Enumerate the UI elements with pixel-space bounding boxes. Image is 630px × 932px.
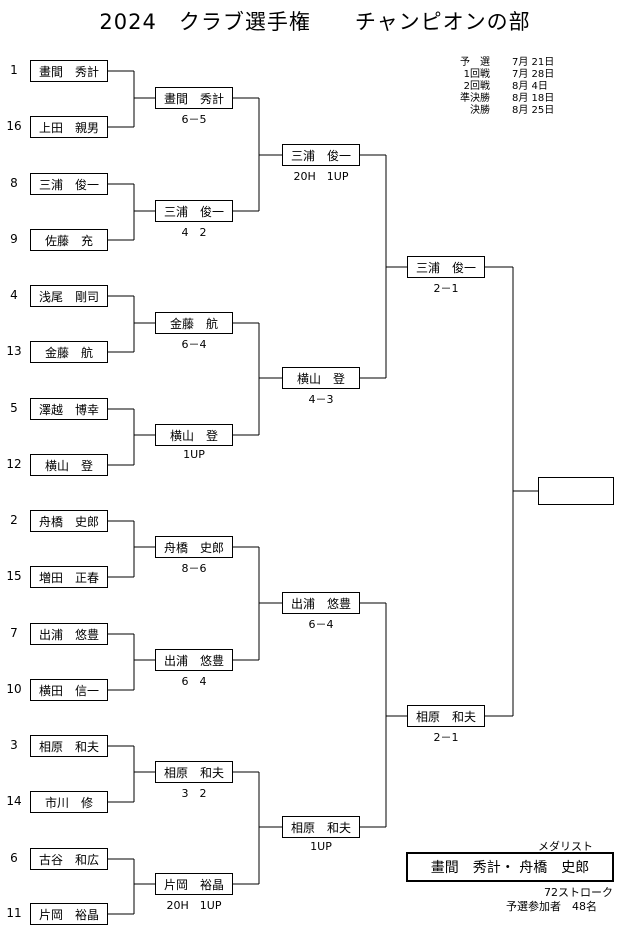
round2-winner-box: 畫間 秀計 — [155, 87, 233, 109]
medalist-names: 畫間 秀計・ 舟橋 史郎 — [406, 852, 614, 882]
player-box: 金藤 航 — [30, 341, 108, 363]
seed-number: 5 — [10, 401, 18, 415]
seed-number: 6 — [10, 851, 18, 865]
schedule-date: 7月 28日 — [512, 69, 555, 80]
player-box: 三浦 俊一 — [30, 173, 108, 195]
round2-winner-box: 舟橋 史郎 — [155, 536, 233, 558]
participant-count: 予選参加者 48名 — [506, 900, 597, 913]
player-box: 横田 信一 — [30, 679, 108, 701]
round2-score: 8－6 — [181, 562, 207, 575]
page-title: 2024 クラブ選手権 チャンピオンの部 — [99, 10, 531, 34]
round2-winner-box: 相原 和夫 — [155, 761, 233, 783]
player-box: 舟橋 史郎 — [30, 510, 108, 532]
player-box: 片岡 裕晶 — [30, 903, 108, 925]
stroke-count: 72ストローク — [544, 886, 613, 899]
seed-number: 1 — [10, 63, 18, 77]
player-box: 古谷 和広 — [30, 848, 108, 870]
round3-score: 20H 1UP — [293, 170, 349, 183]
round3-score: 1UP — [310, 840, 332, 853]
schedule-round: 決勝 — [470, 105, 490, 116]
schedule-row: 準決勝 8月 18日 — [446, 93, 574, 105]
seed-number: 13 — [6, 344, 22, 358]
seed-number: 8 — [10, 176, 18, 190]
schedule-round: 予 選 — [460, 57, 490, 68]
player-box: 出浦 悠豊 — [30, 623, 108, 645]
schedule-round: 2回戦 — [463, 81, 490, 92]
round2-winner-box: 横山 登 — [155, 424, 233, 446]
round2-winner-box: 金藤 航 — [155, 312, 233, 334]
schedule-row: 2回戦 8月 4日 — [446, 81, 574, 93]
semifinal-score: 2－1 — [433, 282, 459, 295]
player-box: 横山 登 — [30, 454, 108, 476]
round2-score: 6 4 — [181, 675, 207, 688]
seed-number: 9 — [10, 232, 18, 246]
schedule-round: 1回戦 — [463, 69, 490, 80]
player-box: 佐藤 充 — [30, 229, 108, 251]
seed-number: 14 — [6, 794, 22, 808]
schedule-row: 決勝 8月 25日 — [446, 105, 574, 117]
seed-number: 10 — [6, 682, 22, 696]
player-box: 畫間 秀計 — [30, 60, 108, 82]
player-box: 澤越 博幸 — [30, 398, 108, 420]
round2-winner-box: 出浦 悠豊 — [155, 649, 233, 671]
schedule-date: 7月 21日 — [512, 57, 555, 68]
round2-winner-box: 片岡 裕晶 — [155, 873, 233, 895]
round2-score: 6－4 — [181, 338, 207, 351]
medalist-label: メダリスト — [538, 840, 593, 853]
seed-number: 15 — [6, 569, 22, 583]
player-box: 上田 親男 — [30, 116, 108, 138]
round2-score: 6－5 — [181, 113, 207, 126]
schedule-date: 8月 4日 — [512, 81, 548, 92]
seed-number: 3 — [10, 738, 18, 752]
seed-number: 16 — [6, 119, 22, 133]
round2-winner-box: 三浦 俊一 — [155, 200, 233, 222]
seed-number: 2 — [10, 513, 18, 527]
seed-number: 4 — [10, 288, 18, 302]
seed-number: 11 — [6, 906, 22, 920]
round3-winner-box: 横山 登 — [282, 367, 360, 389]
schedule-date: 8月 18日 — [512, 93, 555, 104]
round2-score: 1UP — [183, 448, 205, 461]
semifinal-winner-box: 相原 和夫 — [407, 705, 485, 727]
semifinal-score: 2－1 — [433, 731, 459, 744]
champion-box — [538, 477, 614, 505]
player-box: 市川 修 — [30, 791, 108, 813]
semifinal-winner-box: 三浦 俊一 — [407, 256, 485, 278]
player-box: 相原 和夫 — [30, 735, 108, 757]
player-box: 浅尾 剛司 — [30, 285, 108, 307]
seed-number: 7 — [10, 626, 18, 640]
round3-winner-box: 相原 和夫 — [282, 816, 360, 838]
round3-winner-box: 三浦 俊一 — [282, 144, 360, 166]
round2-score: 20H 1UP — [166, 899, 222, 912]
schedule-round: 準決勝 — [460, 93, 490, 104]
schedule-row: 予 選 7月 21日 — [446, 57, 574, 69]
round3-score: 4－3 — [308, 393, 334, 406]
schedule-row: 1回戦 7月 28日 — [446, 69, 574, 81]
round3-winner-box: 出浦 悠豊 — [282, 592, 360, 614]
round3-score: 6－4 — [308, 618, 334, 631]
player-box: 増田 正春 — [30, 566, 108, 588]
round2-score: 4 2 — [181, 226, 207, 239]
schedule-date: 8月 25日 — [512, 105, 555, 116]
schedule-list: 予 選 7月 21日 1回戦 7月 28日 2回戦 8月 4日準決勝 8月 18日決勝 8月 … — [446, 57, 574, 117]
round2-score: 3 2 — [181, 787, 207, 800]
seed-number: 12 — [6, 457, 22, 471]
